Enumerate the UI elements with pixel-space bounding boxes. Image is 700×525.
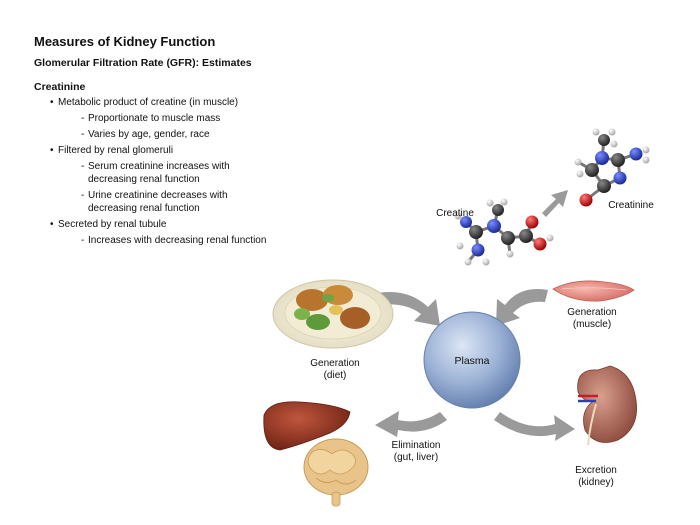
food-plate-icon <box>272 279 394 349</box>
excretion-title: Excretion <box>575 465 617 476</box>
generation-diet-title: Generation <box>310 358 360 369</box>
sub-bullet-text: Urine creatinine decreases with decreasi… <box>88 190 228 214</box>
sub-bullet-item: Urine creatinine decreases with decreasi… <box>58 189 278 215</box>
arrow-plasma-to-elimination <box>375 411 447 437</box>
flow-arrows <box>375 190 575 441</box>
bullet-list: Metabolic product of creatine (in muscle… <box>40 96 340 250</box>
bullet-item: Metabolic product of creatine (in muscle… <box>40 96 340 141</box>
kidney-icon <box>577 365 637 446</box>
generation-muscle-title: Generation <box>567 307 617 318</box>
sub-bullet-text: Serum creatinine increases with decreasi… <box>88 161 230 185</box>
arrow-diet-to-plasma <box>378 291 440 326</box>
sub-bullet-item: Varies by age, gender, race <box>58 128 340 141</box>
sub-bullet-item: Serum creatinine increases with decreasi… <box>58 160 278 186</box>
slide-subtitle: Glomerular Filtration Rate (GFR): Estima… <box>34 57 252 69</box>
bullet-item: Filtered by renal glomeruli Serum creati… <box>40 144 340 215</box>
sub-bullet-text: Varies by age, gender, race <box>88 129 210 140</box>
bullet-text: Metabolic product of creatine (in muscle… <box>58 97 239 108</box>
arrow-plasma-to-excretion <box>494 412 575 441</box>
liver-intestines-icon <box>263 401 369 507</box>
creatine-molecule-icon <box>454 198 554 266</box>
sub-bullet-text: Increases with decreasing renal function <box>88 235 267 246</box>
generation-muscle-label: Generation (muscle) <box>557 307 627 331</box>
excretion-label: Excretion (kidney) <box>561 465 631 489</box>
sub-bullet-text: Proportionate to muscle mass <box>88 113 221 124</box>
bullet-item: Secreted by renal tubule Increases with … <box>40 218 340 247</box>
elimination-subtitle: (gut, liver) <box>393 452 439 463</box>
plasma-label: Plasma <box>454 355 490 367</box>
creatine-label: Creatine <box>436 208 474 219</box>
excretion-subtitle: (kidney) <box>578 477 614 488</box>
arrow-muscle-to-plasma <box>496 289 548 326</box>
plasma-sphere <box>423 311 521 409</box>
generation-muscle-subtitle: (muscle) <box>572 319 612 330</box>
generation-diet-subtitle: (diet) <box>323 370 347 381</box>
creatinine-label: Creatinine <box>608 200 654 211</box>
elimination-label: Elimination (gut, liver) <box>376 440 456 464</box>
muscle-icon <box>552 280 635 302</box>
arrow-creatine-to-creatinine <box>542 190 568 217</box>
slide-title: Measures of Kidney Function <box>34 34 216 49</box>
generation-diet-label: Generation (diet) <box>300 358 370 382</box>
elimination-title: Elimination <box>391 440 441 451</box>
bullet-text: Filtered by renal glomeruli <box>58 145 174 156</box>
creatinine-molecule-icon <box>574 128 650 207</box>
sub-bullet-item: Increases with decreasing renal function <box>58 234 340 247</box>
bullet-text: Secreted by renal tubule <box>58 219 167 230</box>
section-heading: Creatinine <box>34 81 86 93</box>
sub-bullet-item: Proportionate to muscle mass <box>58 112 340 125</box>
